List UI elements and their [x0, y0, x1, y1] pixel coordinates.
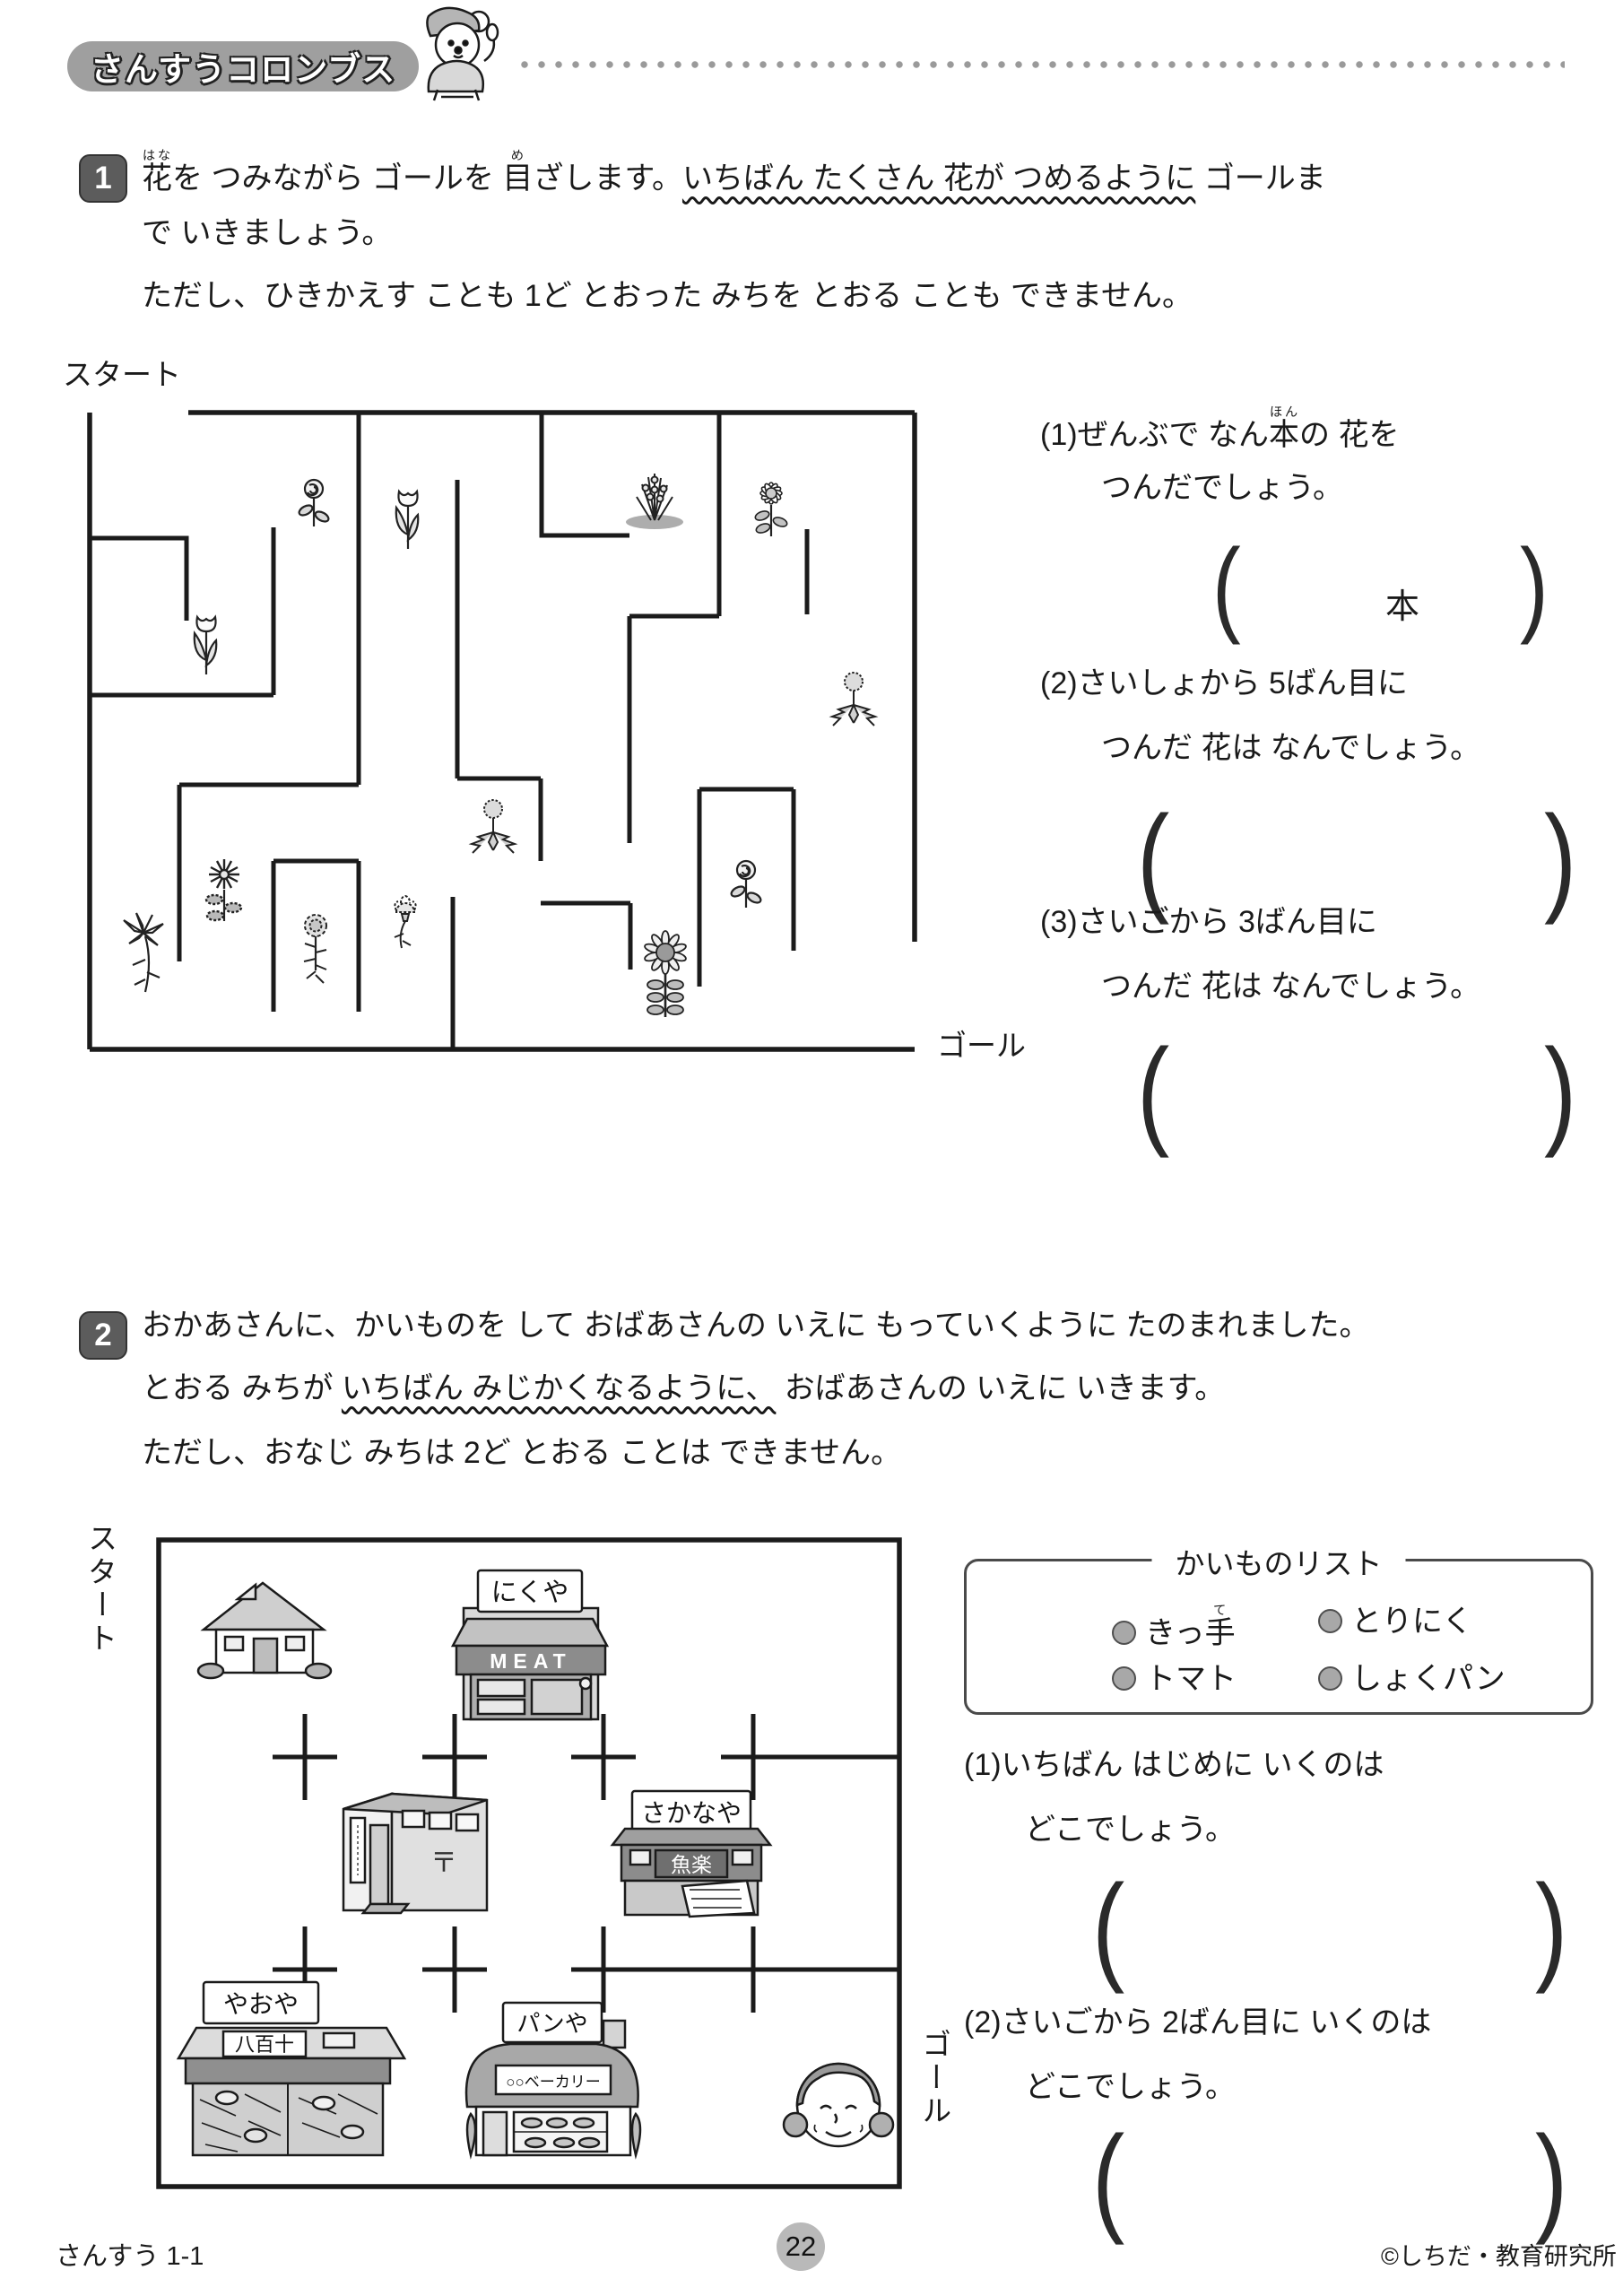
fish-sign-label: さかなや — [641, 1799, 742, 1827]
page-number-badge: 22 — [777, 2222, 825, 2271]
p1-q1-answer-unit: 本 — [1385, 588, 1420, 626]
q-number: (2) — [1040, 666, 1078, 700]
problem-2-line-2: とおる みちが いちばん みじかくなるように、 おばあさんの いえに いきます。 — [142, 1371, 1226, 1405]
lily-icon — [122, 911, 165, 994]
problem-1-line-1: 花はなを つみながら ゴールを 目めざします。いちばん たくさん 花が つめるよ… — [142, 149, 1326, 196]
maze-outer-walls — [87, 410, 917, 1052]
map-border — [156, 1537, 902, 2189]
problem-2-line-1: おかあさんに、かいものを して おばあさんの いえに もっていくように たのまれ… — [142, 1309, 1370, 1343]
post-office-icon: 〒 — [342, 1792, 489, 1915]
shopping-list-title: かいものリスト — [1151, 1540, 1406, 1583]
shopping-item: トマト — [1112, 1661, 1237, 1698]
hyacinth-icon — [625, 473, 684, 530]
answer-paren-close: ) — [1535, 1860, 1568, 1996]
maze-flowers — [122, 473, 876, 1019]
problem-2-line-3: ただし、おなじ みちは 2ど とおる ことは できません。 — [142, 1436, 902, 1470]
p1-q2-line1: (2)さいしょから 5ばん目に — [1040, 666, 1408, 700]
answer-paren-close: ) — [1520, 527, 1549, 646]
header-dotted-rule — [520, 59, 1565, 70]
q-number: (1) — [964, 1748, 1002, 1782]
bullet-icon — [1112, 1666, 1136, 1691]
problem-1-number: 1 — [94, 161, 112, 196]
p2-q1-line1: (1)いちばん はじめに いくのは — [964, 1748, 1384, 1782]
problem-2-number-badge: 2 — [79, 1311, 127, 1360]
daisy-icon — [752, 481, 790, 538]
bakery-icon: パンや ○○ベーカリー — [464, 2001, 642, 2160]
shopping-item: しょくパン — [1318, 1661, 1506, 1698]
bullet-icon — [1318, 1609, 1342, 1633]
butcher-awning-label: MEAT — [490, 1649, 571, 1673]
flower-maze — [87, 410, 917, 1052]
tulip-icon — [193, 615, 218, 676]
butcher-shop-icon: にくや MEAT — [450, 1569, 610, 1721]
town-map: にくや MEAT 〒 さかなや 魚楽 — [156, 1537, 902, 2189]
rose-icon — [728, 859, 764, 909]
greengrocer-icon: やおや 八百十 — [176, 1980, 407, 2157]
problem-1-number-badge: 1 — [79, 154, 127, 203]
p2-q2-line2: どこでしょう。 — [1025, 2070, 1236, 2104]
shopping-item: とりにく — [1318, 1604, 1472, 1640]
mascot-character-icon — [426, 6, 499, 101]
problem-2-number: 2 — [94, 1318, 112, 1352]
q-number: (2) — [964, 2005, 1002, 2039]
map-start-label: スタート — [83, 1523, 117, 1656]
bullet-icon — [1112, 1621, 1136, 1645]
bullet-icon — [1318, 1666, 1342, 1691]
fish-shop-icon: さかなや 魚楽 — [610, 1789, 773, 1918]
bakery-sign-label: パンや — [516, 2010, 587, 2037]
grandmother-icon — [782, 2062, 895, 2148]
tulip-icon — [395, 490, 420, 551]
problem-1-line-2: で いきましょう。 — [142, 216, 393, 250]
rose-icon — [296, 478, 332, 528]
p1-q2-line2: つんだ 花は なんでしょう。 — [1101, 731, 1481, 765]
page-number: 22 — [785, 2231, 817, 2262]
maze-goal-label: ゴール — [937, 1029, 1026, 1062]
dandelion-icon — [471, 799, 516, 854]
p2-q2-line1: (2)さいごから 2ばん目に いくのは — [964, 2005, 1432, 2039]
shopping-list-box: かいものリスト — [964, 1540, 1593, 1715]
q-number: (3) — [1040, 905, 1078, 939]
carnation-icon — [394, 895, 417, 949]
grocer-board-label: 八百十 — [235, 2033, 294, 2056]
p1-q1-line1: (1)ぜんぶで なん本ほんの 花を — [1040, 405, 1400, 452]
answer-paren-open: ( — [1137, 1024, 1170, 1160]
p1-q1-line2: つんだでしょう。 — [1101, 471, 1343, 505]
p1-q3-line1: (3)さいごから 3ばん目に — [1040, 905, 1377, 939]
road-intersections — [273, 1714, 899, 2013]
butcher-sign-label: にくや — [491, 1578, 568, 1607]
p1-q3-line2: つんだ 花は なんでしょう。 — [1101, 970, 1481, 1004]
problem-1-line-3: ただし、ひきかえす ことも 1ど とおった みちを とおる ことも できません。 — [142, 279, 1193, 313]
worksheet-logo: さんすうコロンブス — [67, 41, 419, 91]
answer-paren-open: ( — [1092, 1860, 1125, 1996]
logo-text: さんすうコロンブス — [90, 51, 396, 88]
chrysanthemum-icon — [204, 857, 243, 923]
dandelion-icon — [831, 672, 876, 726]
answer-paren-close: ) — [1544, 791, 1577, 926]
p2-q1-line2: どこでしょう。 — [1025, 1813, 1236, 1847]
footer-copyright: ©しちだ・教育研究所 — [1381, 2243, 1617, 2270]
answer-paren-close: ) — [1544, 1024, 1577, 1160]
answer-paren-open: ( — [1092, 2111, 1125, 2247]
house-icon — [196, 1581, 333, 1680]
grocer-sign-label: やおや — [223, 1990, 299, 2018]
maze-inner-walls — [90, 413, 810, 1049]
answer-paren-open: ( — [1137, 791, 1170, 926]
sunflower-icon — [642, 929, 689, 1019]
shopping-item: きっ手て — [1112, 1604, 1236, 1652]
fish-inner-sign-label: 魚楽 — [671, 1853, 712, 1876]
bakery-board-label: ○○ベーカリー — [506, 2074, 601, 2091]
q-number: (1) — [1040, 418, 1078, 452]
answer-paren-open: ( — [1212, 527, 1241, 646]
maze-start-label: スタート — [63, 358, 181, 391]
map-goal-label: ゴール — [917, 2029, 951, 2128]
answer-paren-close: ) — [1535, 2111, 1568, 2247]
footer-worksheet-id: さんすう 1-1 — [56, 2242, 204, 2271]
post-office-mark: 〒 — [430, 1848, 457, 1878]
marigold-icon — [302, 913, 328, 985]
